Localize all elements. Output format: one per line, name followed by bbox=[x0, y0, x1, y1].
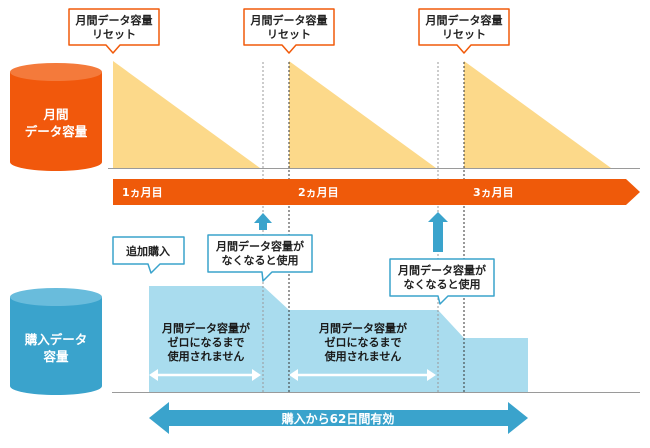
purchase-callout-label: 追加購入 bbox=[126, 244, 170, 258]
purchased-capacity-area bbox=[149, 286, 528, 392]
reset-callout-3: 月間データ容量 リセット bbox=[418, 8, 510, 54]
not-used-span-arrow-2 bbox=[289, 369, 436, 381]
reset-callout-2-line2: リセット bbox=[267, 28, 311, 41]
reset-callout-1-line1: 月間データ容量 bbox=[75, 13, 153, 27]
usage-callout-2-line1: 月間データ容量が bbox=[397, 263, 486, 277]
purchased-capacity-cylinder: 購入データ 容量 bbox=[10, 288, 102, 395]
reset-callout-1: 月間データ容量 リセット bbox=[68, 8, 160, 54]
reset-callout-2: 月間データ容量 リセット bbox=[243, 8, 335, 54]
purchased-cylinder-label-1: 購入データ bbox=[24, 332, 88, 347]
not-used-note-2: 月間データ容量が ゼロになるまで 使用されません bbox=[318, 321, 407, 363]
reset-callout-3-line2: リセット bbox=[442, 28, 486, 41]
monthly-capacity-month1 bbox=[113, 61, 260, 168]
not-used-span-arrow-1 bbox=[149, 369, 261, 381]
timeline-month-3: 3ヵ月目 bbox=[473, 186, 514, 199]
not-used-note-2-line2: ゼロになるまで bbox=[325, 335, 402, 349]
reset-callout-2-line1: 月間データ容量 bbox=[250, 13, 328, 27]
timeline-arrow: 1ヵ月目 2ヵ月目 3ヵ月目 bbox=[113, 179, 640, 205]
reset-callout-1-line2: リセット bbox=[92, 28, 136, 41]
usage-up-arrow-1 bbox=[254, 213, 272, 230]
usage-callout-2-line2: なくなると使用 bbox=[404, 277, 481, 291]
not-used-note-1: 月間データ容量が ゼロになるまで 使用されません bbox=[161, 321, 250, 363]
not-used-note-2-line1: 月間データ容量が bbox=[318, 321, 407, 335]
usage-callout-1: 月間データ容量が なくなると使用 bbox=[207, 234, 313, 282]
monthly-capacity-month2 bbox=[289, 61, 436, 168]
timeline-month-2: 2ヵ月目 bbox=[298, 186, 339, 199]
not-used-note-1-line3: 使用されません bbox=[167, 349, 245, 363]
validity-label: 購入から62日間有効 bbox=[281, 411, 395, 426]
usage-callout-1-line2: なくなると使用 bbox=[222, 253, 299, 267]
not-used-note-1-line2: ゼロになるまで bbox=[168, 335, 245, 349]
not-used-note-1-line1: 月間データ容量が bbox=[161, 321, 250, 335]
monthly-cylinder-label-1: 月間 bbox=[42, 107, 68, 122]
timeline-month-1: 1ヵ月目 bbox=[122, 186, 163, 199]
purchased-cylinder-label-2: 容量 bbox=[42, 349, 69, 364]
not-used-note-2-line3: 使用されません bbox=[324, 349, 402, 363]
validity-arrow: 購入から62日間有効 bbox=[149, 402, 528, 434]
reset-callout-3-line1: 月間データ容量 bbox=[425, 13, 503, 27]
usage-callout-2: 月間データ容量が なくなると使用 bbox=[389, 258, 495, 305]
usage-up-arrow-2 bbox=[428, 212, 448, 252]
usage-callout-1-line1: 月間データ容量が bbox=[215, 239, 304, 253]
monthly-capacity-cylinder: 月間 データ容量 bbox=[10, 63, 102, 171]
monthly-cylinder-label-2: データ容量 bbox=[25, 124, 88, 139]
purchase-callout: 追加購入 bbox=[112, 236, 185, 274]
monthly-capacity-month3 bbox=[464, 61, 611, 168]
